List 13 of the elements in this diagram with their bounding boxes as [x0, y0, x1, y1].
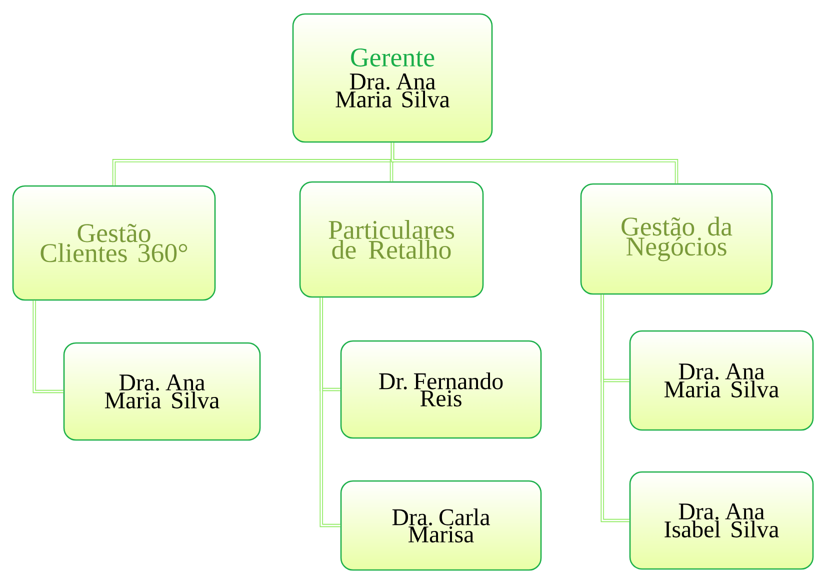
connector-line [390, 142, 678, 184]
person-box: Dr. Fernando Reis [340, 340, 542, 439]
person-box: Dra. Ana Isabel Silva [629, 471, 814, 570]
manager-box: Gerente Dra. Ana Maria Silva [292, 13, 493, 143]
department-box: Gestão da Negócios [580, 183, 773, 295]
department-box: Particulares de Retalho [299, 181, 484, 298]
person-box: Dra. Ana Maria Silva [63, 342, 261, 441]
department-box: Gestão Clientes 360° [12, 185, 216, 301]
person-box: Dra. Carla Marisa [340, 480, 542, 571]
connector-line [600, 294, 630, 522]
connector-line [32, 300, 64, 394]
connector-line [320, 298, 340, 528]
person-box: Dra. Ana Maria Silva [629, 330, 814, 431]
